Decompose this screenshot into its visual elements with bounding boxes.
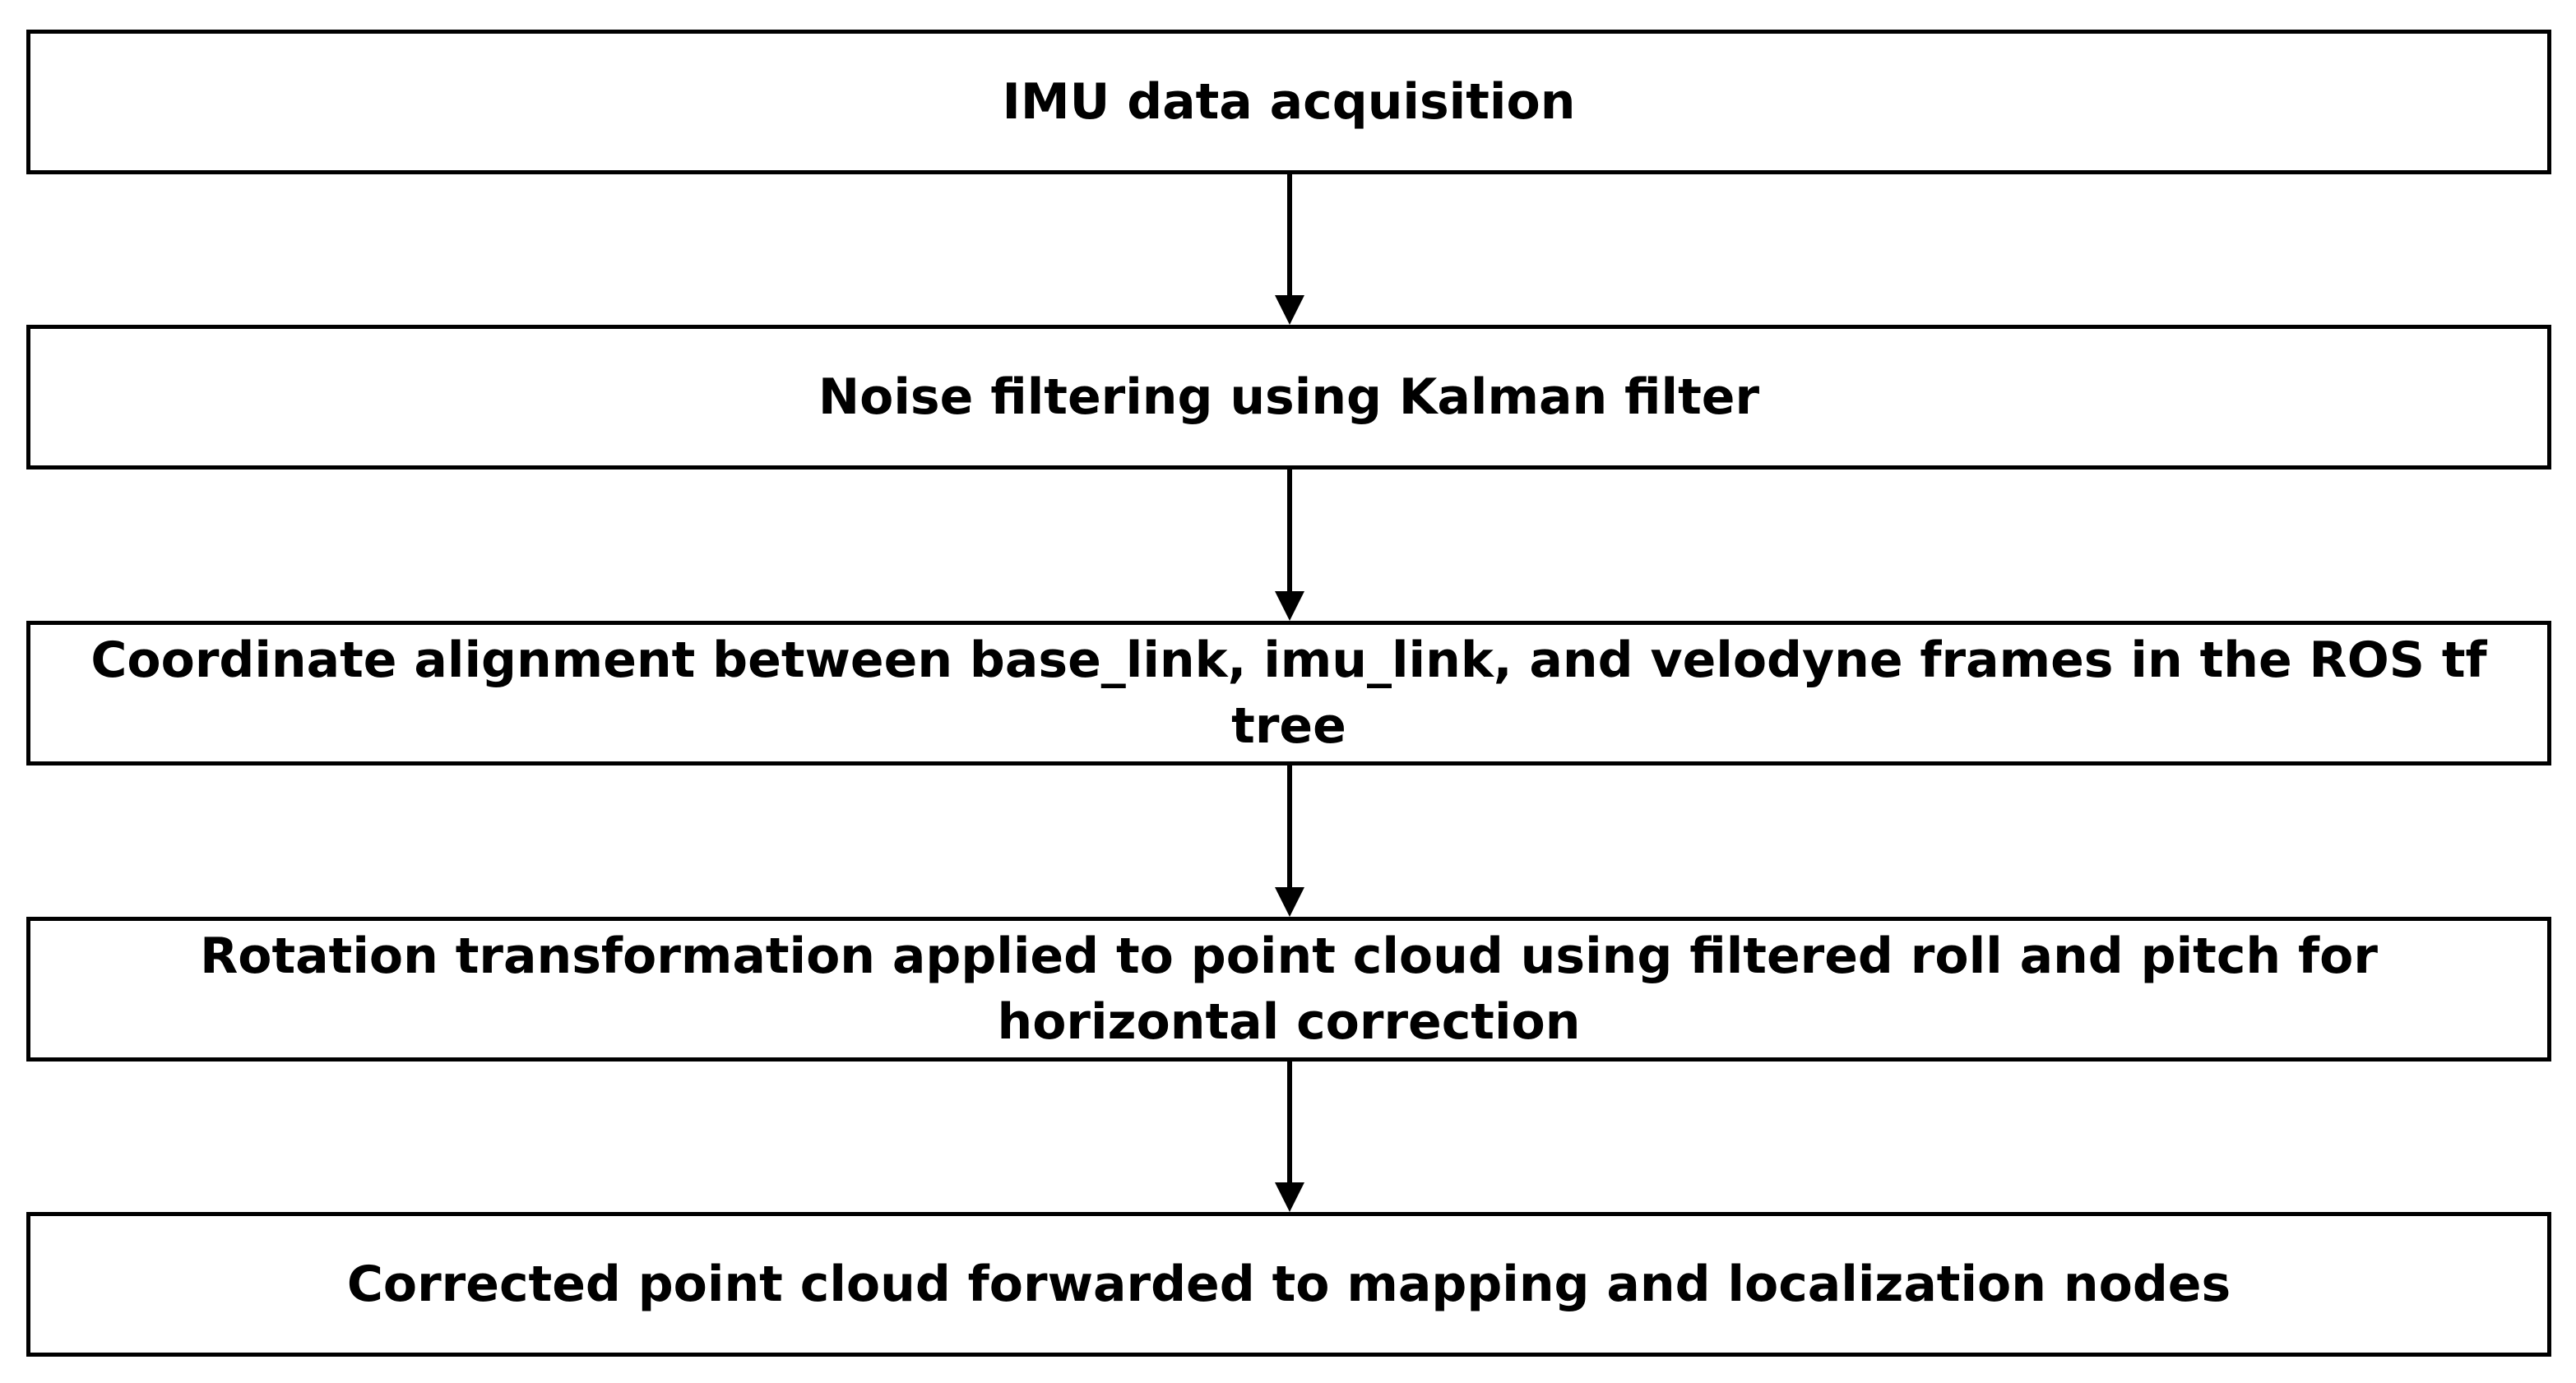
step-box-noise-filtering: Noise filtering using Kalman filter: [26, 325, 2551, 469]
step-box-imu-acquisition: IMU data acquisition: [26, 30, 2551, 174]
step-box-coordinate-alignment: Coordinate alignment between base_link, …: [26, 621, 2551, 766]
step-label: IMU data acquisition: [1002, 73, 1576, 131]
step-label: Coordinate alignment between base_link, …: [90, 631, 2487, 755]
step-label: Corrected point cloud forwarded to mappi…: [346, 1256, 2231, 1313]
step-label: Rotation transformation applied to point…: [200, 927, 2378, 1051]
step-label: Noise filtering using Kalman filter: [818, 368, 1760, 426]
step-box-rotation-transformation: Rotation transformation applied to point…: [26, 917, 2551, 1062]
step-box-corrected-point-cloud: Corrected point cloud forwarded to mappi…: [26, 1212, 2551, 1357]
